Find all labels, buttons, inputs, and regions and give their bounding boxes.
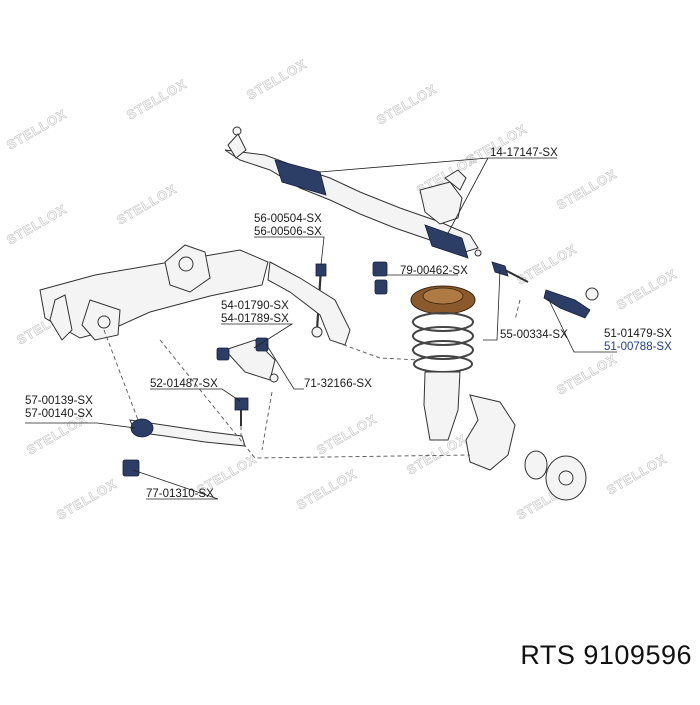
watermark-text: STELLOX <box>374 81 439 127</box>
label-51-00788: 51-00788-SX <box>604 341 672 353</box>
tie-rod-end <box>543 287 599 319</box>
part-number: 9109596 <box>583 640 692 670</box>
watermark-text: STELLOX <box>244 56 309 102</box>
watermark-text: STELLOX <box>4 106 69 152</box>
construction-lines <box>103 299 521 459</box>
label-14-17147: 14-17147-SX <box>490 147 558 159</box>
label-57-00140: 57-00140-SX <box>25 408 93 420</box>
label-56-00506: 56-00506-SX <box>254 226 322 238</box>
label-79-00462: 79-00462-SX <box>400 265 468 277</box>
callout-labels: 14-17147-SX 56-00504-SX 56-00506-SX 79-0… <box>25 147 672 500</box>
strut-mount <box>410 285 476 315</box>
subframe <box>39 244 269 341</box>
label-54-01790: 54-01790-SX <box>221 300 289 312</box>
watermark-text: STELLOX <box>4 201 69 247</box>
arm-bushing <box>122 459 140 477</box>
watermark-text: STELLOX <box>54 476 119 522</box>
part-number-caption: RTS 9109596 <box>520 640 692 671</box>
watermark-text: STELLOX <box>114 181 179 227</box>
inner-tie-rod <box>474 249 529 283</box>
label-55-00334: 55-00334-SX <box>500 329 568 341</box>
ball-joint <box>234 397 249 426</box>
label-71-32166: 71-32166-SX <box>304 378 372 390</box>
label-51-01479: 51-01479-SX <box>604 328 672 340</box>
label-52-01487: 52-01487-SX <box>150 378 218 390</box>
label-57-00139: 57-00139-SX <box>25 395 93 407</box>
coil-spring <box>412 312 474 373</box>
watermark-text: STELLOX <box>314 411 379 457</box>
watermark-text: STELLOX <box>294 466 359 512</box>
rack-boot-right <box>424 224 469 259</box>
callout-leaders <box>25 157 617 500</box>
steering-knuckle <box>465 394 516 471</box>
control-arm-upper <box>216 337 276 381</box>
watermark-text: STELLOX <box>604 451 669 497</box>
wheel-hub <box>524 450 587 501</box>
strut-body <box>423 371 461 441</box>
watermark-text: STELLOX <box>614 266 679 312</box>
watermark-text: STELLOX <box>554 166 619 212</box>
arm-end-joint <box>269 373 279 383</box>
brand-name: RTS <box>520 640 576 670</box>
stabilizer-bushing <box>372 261 388 295</box>
label-54-01789: 54-01789-SX <box>221 313 289 325</box>
rack-boot-left <box>274 159 327 196</box>
watermark-text: STELLOX <box>124 76 189 122</box>
lower-arm <box>129 418 246 447</box>
label-77-01310: 77-01310-SX <box>146 488 214 500</box>
watermark-text: STELLOX <box>554 351 619 397</box>
label-56-00504: 56-00504-SX <box>254 213 322 225</box>
